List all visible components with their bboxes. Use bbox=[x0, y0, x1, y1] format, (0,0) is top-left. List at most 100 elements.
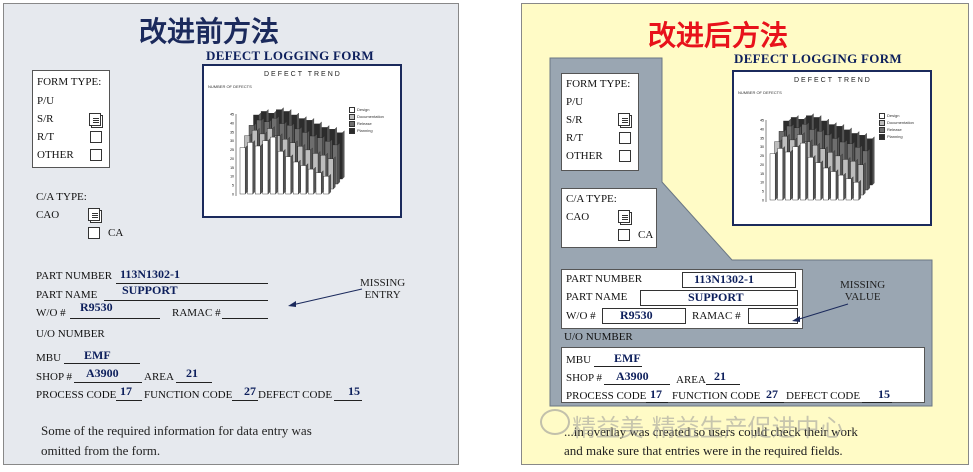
defect-code-value[interactable]: 15 bbox=[348, 384, 360, 398]
checked-checkbox[interactable] bbox=[88, 208, 102, 223]
checked-checkbox[interactable] bbox=[618, 113, 632, 128]
bar-side bbox=[820, 160, 823, 201]
ramac-field[interactable] bbox=[748, 308, 798, 324]
checkbox[interactable] bbox=[618, 229, 630, 241]
mbu-value[interactable]: EMF bbox=[84, 348, 111, 362]
part-name-line bbox=[104, 300, 268, 301]
defect-code-label: DEFECT CODE bbox=[786, 390, 861, 402]
process-code-label: PROCESS CODE bbox=[566, 390, 647, 402]
part-number-value[interactable]: 113N1302-1 bbox=[120, 267, 180, 281]
shop-value[interactable]: A3900 bbox=[616, 369, 649, 383]
legend-item: Design bbox=[879, 112, 914, 119]
part-number-label: PART NUMBER bbox=[36, 270, 113, 282]
bar-side bbox=[867, 148, 870, 191]
bar-side bbox=[863, 162, 866, 196]
form-type-option: R/T bbox=[37, 131, 55, 143]
bar-design bbox=[777, 148, 783, 201]
ca-type-box: C/A TYPE: CAO CA bbox=[561, 188, 657, 248]
form-type-option: P/U bbox=[566, 96, 584, 108]
process-code-value[interactable]: 17 bbox=[120, 384, 132, 398]
checkbox[interactable] bbox=[619, 150, 631, 162]
y-tick-label: 10 bbox=[760, 181, 764, 185]
bar-side bbox=[333, 156, 336, 190]
wo-line bbox=[70, 318, 160, 319]
note-line-1: Some of the required information for dat… bbox=[41, 423, 312, 438]
after-title: 改进后方法 bbox=[648, 19, 789, 52]
bar-design bbox=[800, 142, 806, 201]
bar-design bbox=[270, 136, 276, 195]
shop-label: SHOP # bbox=[36, 371, 72, 383]
bar-side bbox=[245, 145, 248, 195]
mbu-label: MBU bbox=[36, 352, 62, 364]
form-title: DEFECT LOGGING FORM bbox=[734, 51, 902, 66]
y-tick-label: 10 bbox=[230, 175, 234, 179]
legend-item: Release bbox=[879, 126, 914, 133]
bar-design bbox=[262, 140, 269, 195]
bar-side bbox=[267, 138, 271, 195]
y-tick-label: 45 bbox=[230, 113, 234, 117]
process-code-value[interactable]: 17 bbox=[650, 387, 662, 401]
y-tick-label: 45 bbox=[760, 119, 764, 123]
bar-design bbox=[255, 145, 261, 195]
shop-line bbox=[604, 384, 670, 385]
bar-design bbox=[785, 151, 791, 201]
y-tick-label: 0 bbox=[232, 193, 234, 197]
bar-design bbox=[300, 165, 307, 195]
bar-design bbox=[830, 171, 837, 201]
legend-item: Documentation bbox=[879, 119, 914, 126]
wo-label: W/O # bbox=[36, 307, 66, 319]
process-line bbox=[646, 402, 668, 403]
wo-field[interactable] bbox=[602, 308, 686, 324]
checked-checkbox[interactable] bbox=[618, 210, 632, 225]
mbu-label: MBU bbox=[566, 354, 592, 366]
part-name-field[interactable] bbox=[640, 290, 798, 306]
checkbox[interactable] bbox=[90, 131, 102, 143]
mbu-line bbox=[594, 366, 642, 367]
watermark-text: 精益美 精益生产促进中心 bbox=[572, 414, 844, 442]
y-tick-label: 15 bbox=[760, 172, 764, 176]
y-tick-label: 15 bbox=[230, 166, 234, 170]
area-value[interactable]: 21 bbox=[714, 369, 726, 383]
codes-box: MBU EMF SHOP # A3900 AREA 21 PROCESS COD… bbox=[561, 347, 925, 403]
checked-checkbox[interactable] bbox=[89, 113, 103, 128]
checkbox[interactable] bbox=[90, 149, 102, 161]
bar-side bbox=[260, 143, 263, 195]
y-tick-label: 20 bbox=[760, 163, 764, 167]
chart-subtitle: NUMBER OF DEFECTS bbox=[738, 90, 782, 95]
wo-value[interactable]: R9530 bbox=[80, 300, 113, 314]
bar-side bbox=[283, 148, 286, 195]
bar-design bbox=[285, 156, 291, 195]
y-tick-label: 40 bbox=[230, 121, 234, 125]
ca-option: CA bbox=[638, 229, 654, 241]
part-name-value[interactable]: SUPPORT bbox=[122, 283, 178, 297]
bar-side bbox=[813, 154, 816, 201]
area-line bbox=[706, 384, 740, 385]
defect-code-value[interactable]: 15 bbox=[878, 387, 890, 401]
function-code-value[interactable]: 27 bbox=[766, 387, 778, 401]
checkbox[interactable] bbox=[88, 227, 100, 239]
part-number-line bbox=[116, 283, 268, 284]
part-number-value: 113N1302-1 bbox=[694, 272, 754, 286]
form-type-option: OTHER bbox=[37, 149, 74, 161]
ca-option: CAO bbox=[566, 211, 590, 223]
form-type-option: OTHER bbox=[566, 150, 603, 162]
function-code-value[interactable]: 27 bbox=[244, 384, 256, 398]
mbu-value[interactable]: EMF bbox=[614, 351, 641, 365]
area-value[interactable]: 21 bbox=[186, 366, 198, 380]
y-tick-label: 25 bbox=[230, 148, 234, 152]
y-tick-label: 35 bbox=[760, 136, 764, 140]
mbu-line bbox=[64, 363, 140, 364]
form-type-box: FORM TYPE: P/U S/R R/T OTHER bbox=[32, 70, 110, 168]
shop-value[interactable]: A3900 bbox=[86, 366, 119, 380]
function-line bbox=[760, 402, 784, 403]
checkbox[interactable] bbox=[619, 132, 631, 144]
note-line-2: omitted from the form. bbox=[41, 443, 161, 458]
bar-design bbox=[815, 162, 821, 201]
wo-label: W/O # bbox=[566, 310, 596, 322]
bar-design bbox=[277, 151, 284, 195]
part-number-field[interactable] bbox=[682, 272, 796, 288]
shop-line bbox=[74, 382, 142, 383]
